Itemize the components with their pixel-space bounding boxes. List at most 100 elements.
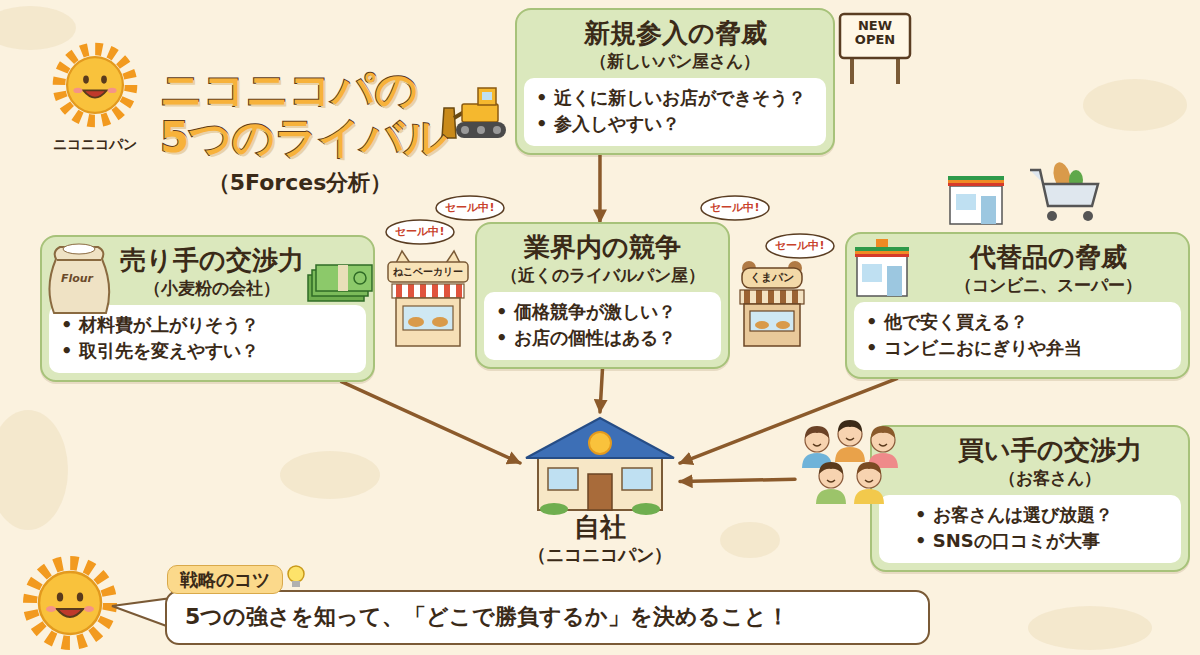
card-heading: 買い手の交渉力 [919, 434, 1181, 467]
house-shape [538, 454, 662, 510]
force-card: 業界内の競争（近くのライバルパン屋） • 価格競争が激しい？• お店の個性はある？ [475, 222, 730, 369]
house-shape [520, 412, 680, 512]
cat-bakery-shop [396, 251, 410, 263]
house-shape [526, 418, 674, 458]
company-subname: （ニコニコパン） [520, 543, 680, 566]
cat-bakery-shop [432, 317, 448, 327]
bear-bakery-shop [740, 261, 804, 346]
sale-bubble-text: セール中! [436, 201, 504, 214]
convenience-store [857, 256, 907, 296]
convenience-store [855, 247, 909, 257]
bear-bakery-shop [750, 311, 794, 331]
money-stack [338, 265, 348, 291]
house-shape [622, 468, 652, 490]
bear-bakery-shop [776, 321, 790, 329]
tip-text: 5つの強さを知って、「どこで勝負するか」を決めること！ [185, 603, 910, 632]
customer [819, 462, 843, 474]
bullet-text: • 材料費が上がりそう？ [61, 312, 354, 338]
card-subheading: （近くのライバルパン屋） [484, 264, 721, 286]
bag-label: Flour [52, 272, 102, 285]
tip-tag: 戦略のコツ [167, 565, 283, 594]
cat-bakery-shop [396, 298, 460, 346]
shop-sign: くまパン [742, 271, 802, 285]
card-heading: 業界内の競争 [484, 231, 721, 264]
sun-logo [59, 49, 131, 121]
bulldozer [442, 88, 506, 138]
money-stack [316, 265, 372, 291]
bear-bakery-shop [755, 321, 769, 329]
card-subheading: （小麦粉の会社） [119, 277, 304, 299]
bread-background [1028, 606, 1152, 650]
new-open-sign [840, 14, 910, 84]
flour-bag [63, 244, 95, 254]
sign-text: NEW OPEN [842, 19, 908, 48]
new-open-sign [896, 56, 900, 84]
bullet-text: • 価格競争が激しい？ [496, 299, 709, 325]
company-house: 自社（ニコニコパン） [520, 412, 680, 567]
card-subheading: （コンビニ、スーパー） [916, 274, 1181, 296]
bullet-text: • お客さんは選び放題？ [915, 502, 1169, 528]
convenience-store [887, 266, 902, 296]
cat-bakery-shop [403, 306, 453, 330]
bulldozer [461, 126, 469, 134]
sale-bubbles [436, 196, 504, 220]
convenience-store-icon [948, 176, 1004, 224]
bullet-text: • お店の個性はある？ [496, 325, 709, 351]
force-card: 新規参入の脅威（新しいパン屋さん）• 近くに新しいお店ができそう？• 参入しやす… [515, 8, 835, 155]
customer [813, 444, 821, 446]
customer [835, 447, 865, 462]
force-card: 代替品の脅威（コンビニ、スーパー）• 他で安く買える？• コンビニおにぎりや弁当 [845, 232, 1190, 379]
sale-bubble-text: セール中! [701, 201, 769, 214]
house-shape [548, 468, 578, 490]
convenience-store [862, 264, 882, 282]
bear-bakery-shop [740, 290, 804, 304]
customer [838, 420, 862, 432]
bulldozer [493, 126, 501, 134]
new-open-sign [840, 14, 910, 58]
force-arrow [600, 369, 603, 412]
cat-bakery-shop [388, 251, 468, 346]
tip-box: 戦略のコツ5つの強さを知って、「どこで勝負するか」を決めること！ [165, 590, 930, 645]
customer [857, 462, 881, 474]
card-heading: 新規参入の脅威 [524, 17, 826, 50]
speech-tail [112, 598, 172, 628]
convenience-store [855, 254, 909, 257]
cat-bakery-shop [392, 284, 464, 298]
shopping-cart [1030, 170, 1098, 206]
sale-bubbles [766, 234, 834, 258]
cat-bakery-shop [408, 317, 424, 327]
convenience-store-icon [948, 176, 1004, 186]
shopping-cart [1047, 211, 1057, 221]
flour-bag [57, 259, 101, 261]
convenience-store-icon [948, 183, 1004, 186]
bulldozer [477, 126, 485, 134]
bulldozer [482, 92, 492, 100]
flour-bag [49, 244, 109, 313]
force-arrow [342, 382, 521, 463]
force-arrow [680, 479, 795, 481]
bulldozer [456, 122, 506, 138]
force-arrow [680, 379, 897, 463]
bullet-text: • 取引先を変えやすい？ [61, 338, 354, 364]
convenience-store [876, 239, 888, 247]
house-shape [632, 503, 660, 515]
subtitle: （5Forces分析） [160, 170, 440, 196]
sun-logo [59, 49, 131, 121]
new-open-sign [850, 56, 854, 84]
customer [802, 426, 832, 468]
cat-bakery-shop [388, 262, 468, 282]
convenience-store-icon [948, 180, 1004, 183]
convenience-store [855, 251, 909, 254]
bread-background [0, 410, 68, 530]
bullet-text: • コンビニおにぎりや弁当 [866, 335, 1169, 361]
customer [835, 420, 865, 462]
customer [805, 426, 829, 438]
bread-background [720, 522, 780, 558]
sale-bubble-text: セール中! [766, 239, 834, 252]
shop-sign: ねこベーカリー [388, 265, 468, 279]
convenience-store-icon [956, 194, 976, 210]
title: ニコニコパの 5つのライバル [160, 66, 460, 163]
card-heading: 売り手の交渉力 [119, 244, 304, 277]
company-name: 自社 [520, 512, 680, 543]
bulldozer [478, 88, 496, 105]
